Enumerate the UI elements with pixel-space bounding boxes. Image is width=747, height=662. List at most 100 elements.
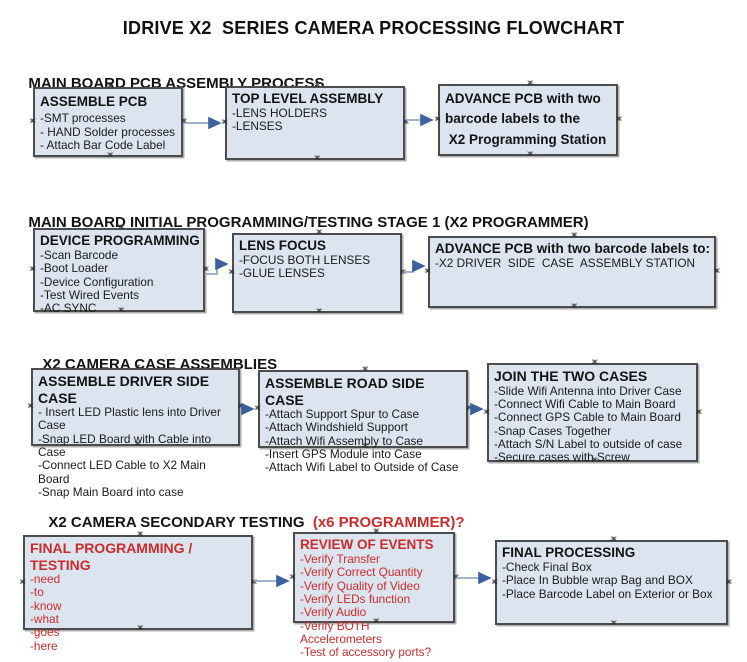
box-title: LENS FOCUS bbox=[239, 238, 327, 253]
box-item: -AC SYNC bbox=[40, 301, 97, 316]
box-item: -Verify LEDs function bbox=[300, 591, 411, 606]
box-item: -Verify Quality of Video bbox=[300, 578, 420, 593]
box-item: -to bbox=[30, 585, 44, 600]
box-item: - Attach Bar Code Label bbox=[40, 137, 166, 152]
box-item: -Verify Correct Quantity bbox=[300, 565, 423, 580]
box-item-list: -Scan Barcode-Boot Loader-Device Configu… bbox=[35, 247, 203, 316]
box-item: -Device Configuration bbox=[40, 274, 154, 289]
flow-box-assemble-driver-side-case: ASSEMBLE DRIVER SIDE CASE - Insert LED P… bbox=[31, 368, 240, 499]
flow-box-assemble-road-side-case: ASSEMBLE ROAD SIDE CASE -Attach Support … bbox=[258, 370, 468, 474]
box-item-list: -Slide Wifi Antenna into Driver Case-Con… bbox=[489, 383, 696, 465]
connection-point-marker bbox=[228, 268, 231, 278]
flow-box-final-programming-testing: FINAL PROGRAMMING / TESTING -need-to-kno… bbox=[23, 535, 253, 653]
flow-box-device-programming: DEVICE PROGRAMMING -Scan Barcode-Boot Lo… bbox=[33, 228, 205, 315]
box-item: -need bbox=[30, 572, 61, 587]
box-title: TOP LEVEL ASSEMBLY bbox=[232, 91, 384, 106]
box-title: REVIEW OF EVENTS bbox=[300, 537, 434, 552]
section-heading-initial-programming: MAIN BOARD INITIAL PROGRAMMING/TESTING S… bbox=[20, 197, 589, 231]
box-item-list: -Verify Transfer-Verify Correct Quantity… bbox=[295, 551, 453, 660]
flow-box-join-the-two-cases: JOIN THE TWO CASES -Slide Wifi Antenna i… bbox=[487, 363, 698, 465]
box-item-list: -Attach Support Spur to Case-Attach Wind… bbox=[260, 407, 466, 475]
box-item: -GLUE LENSES bbox=[239, 266, 325, 281]
box-title: ASSEMBLE ROAD SIDE CASE bbox=[265, 375, 429, 408]
box-item-list: -need-to-know-what-goes-here bbox=[25, 572, 251, 653]
box-item: -what bbox=[30, 612, 59, 627]
box-item: -Attach Support Spur to Case bbox=[265, 407, 420, 422]
flow-box-lens-focus: LENS FOCUS -FOCUS BOTH LENSES-GLUE LENSE… bbox=[232, 233, 402, 313]
box-item: -know bbox=[30, 598, 62, 613]
flow-arrow bbox=[206, 257, 229, 275]
box-item: - Insert LED Plastic lens into Driver Ca… bbox=[38, 405, 225, 433]
box-title: DEVICE PROGRAMMING bbox=[40, 233, 200, 248]
box-title: JOIN THE TWO CASES bbox=[494, 368, 648, 384]
connection-point-marker bbox=[314, 154, 317, 164]
box-item: -Scan Barcode bbox=[40, 247, 119, 262]
box-item-list: -X2 DRIVER SIDE CASE ASSEMBLY STATION bbox=[430, 255, 714, 270]
box-title: ASSEMBLE PCB bbox=[40, 94, 148, 109]
flow-box-advance-pcb-driver-side-station: ADVANCE PCB with two barcode labels to: … bbox=[428, 236, 716, 308]
box-item: -Boot Loader bbox=[40, 261, 109, 276]
box-item: -Attach Windshield Support bbox=[265, 420, 408, 435]
box-item: -Test of accessory ports? bbox=[300, 645, 432, 660]
box-item-list: -LENS HOLDERS-LENSES bbox=[227, 105, 403, 134]
box-item: -Attach Wifi Label to Outside of Case bbox=[265, 460, 459, 475]
box-item: -Connect Wifi Cable to Main Board bbox=[494, 396, 676, 411]
box-item: -Attach Wifi Assembly to Case bbox=[265, 433, 423, 448]
box-item: -Test Wired Events bbox=[40, 287, 139, 302]
connection-point-marker bbox=[19, 578, 22, 588]
box-item: -Connect LED Cable to X2 Main Board bbox=[38, 458, 210, 486]
box-item: -Snap Main Board into case bbox=[38, 485, 184, 499]
connection-point-marker bbox=[316, 307, 319, 317]
box-item: -Check Final Box bbox=[502, 559, 592, 574]
flow-box-final-processing: FINAL PROCESSING -Check Final Box-Place … bbox=[495, 540, 728, 625]
box-item-list: -Check Final Box-Place In Bubble wrap Ba… bbox=[497, 559, 726, 601]
connection-point-marker bbox=[29, 117, 32, 127]
box-item: -Place In Bubble wrap Bag and BOX bbox=[502, 573, 693, 588]
connection-point-marker bbox=[107, 151, 110, 161]
box-item: - HAND Solder processes bbox=[40, 124, 176, 139]
box-item: -SMT processes bbox=[40, 111, 126, 126]
connection-point-marker bbox=[527, 150, 530, 160]
flow-arrow bbox=[403, 259, 426, 273]
flow-box-top-level-assembly: TOP LEVEL ASSEMBLY -LENS HOLDERS-LENSES bbox=[225, 86, 405, 160]
section-heading-secondary-testing: X2 CAMERA SECONDARY TESTING (x6 PROGRAMM… bbox=[40, 497, 465, 531]
flow-box-advance-pcb-programming-station: ADVANCE PCB with two barcode labels to t… bbox=[438, 84, 618, 156]
box-title: ASSEMBLE DRIVER SIDE CASE bbox=[38, 373, 214, 406]
connection-point-marker bbox=[434, 115, 437, 125]
connection-point-marker bbox=[483, 408, 486, 418]
flow-box-assemble-pcb: ASSEMBLE PCB -SMT processes- HAND Solder… bbox=[33, 87, 183, 157]
box-item: -LENS HOLDERS bbox=[232, 105, 328, 120]
connection-point-marker bbox=[491, 578, 494, 588]
section-heading-text: MAIN BOARD INITIAL PROGRAMMING/TESTING S… bbox=[28, 214, 589, 231]
box-item: -Slide Wifi Antenna into Driver Case bbox=[494, 383, 682, 398]
box-item: -Place Barcode Label on Exterior or Box bbox=[502, 586, 713, 601]
connection-point-marker bbox=[571, 302, 574, 312]
connection-point-marker bbox=[27, 402, 30, 412]
connection-point-marker bbox=[610, 619, 613, 629]
page-title: IDRIVE X2 SERIES CAMERA PROCESSING FLOWC… bbox=[122, 18, 625, 38]
box-title: ADVANCE PCB with two barcode labels to: bbox=[435, 241, 711, 256]
box-title: FINAL PROCESSING bbox=[502, 545, 636, 560]
box-item: -Insert GPS Module into Case bbox=[265, 447, 422, 462]
connection-point-marker bbox=[424, 267, 427, 277]
box-item: -Secure cases with Screw bbox=[494, 450, 630, 465]
box-item: -goes bbox=[30, 625, 60, 640]
box-title: ADVANCE PCB with two barcode labels to t… bbox=[445, 91, 607, 147]
box-item-list: -FOCUS BOTH LENSES-GLUE LENSES bbox=[234, 252, 400, 281]
box-item: -Verify Transfer bbox=[300, 551, 380, 566]
flow-box-review-of-events: REVIEW OF EVENTS -Verify Transfer-Verify… bbox=[293, 532, 455, 659]
box-item: -Snap Cases Together bbox=[494, 423, 612, 438]
box-item: -X2 DRIVER SIDE CASE ASSEMBLY STATION bbox=[435, 255, 696, 270]
box-item: -Snap LED Board with Cable into Case bbox=[38, 431, 215, 460]
box-item: -Verify BOTH Accelerometers bbox=[300, 618, 382, 646]
section-heading-text: X2 CAMERA SECONDARY TESTING bbox=[48, 514, 309, 531]
connection-point-marker bbox=[254, 404, 257, 414]
connection-point-marker bbox=[289, 573, 292, 583]
box-item: -LENSES bbox=[232, 119, 283, 134]
section-heading-red-text: (x6 PROGRAMMER)? bbox=[308, 514, 465, 531]
connection-point-marker bbox=[221, 118, 224, 128]
connection-point-marker bbox=[29, 265, 32, 275]
box-item: -FOCUS BOTH LENSES bbox=[239, 252, 371, 267]
box-title: FINAL PROGRAMMING / TESTING bbox=[30, 540, 197, 573]
box-item-list: -SMT processes- HAND Solder processes- A… bbox=[35, 111, 181, 152]
